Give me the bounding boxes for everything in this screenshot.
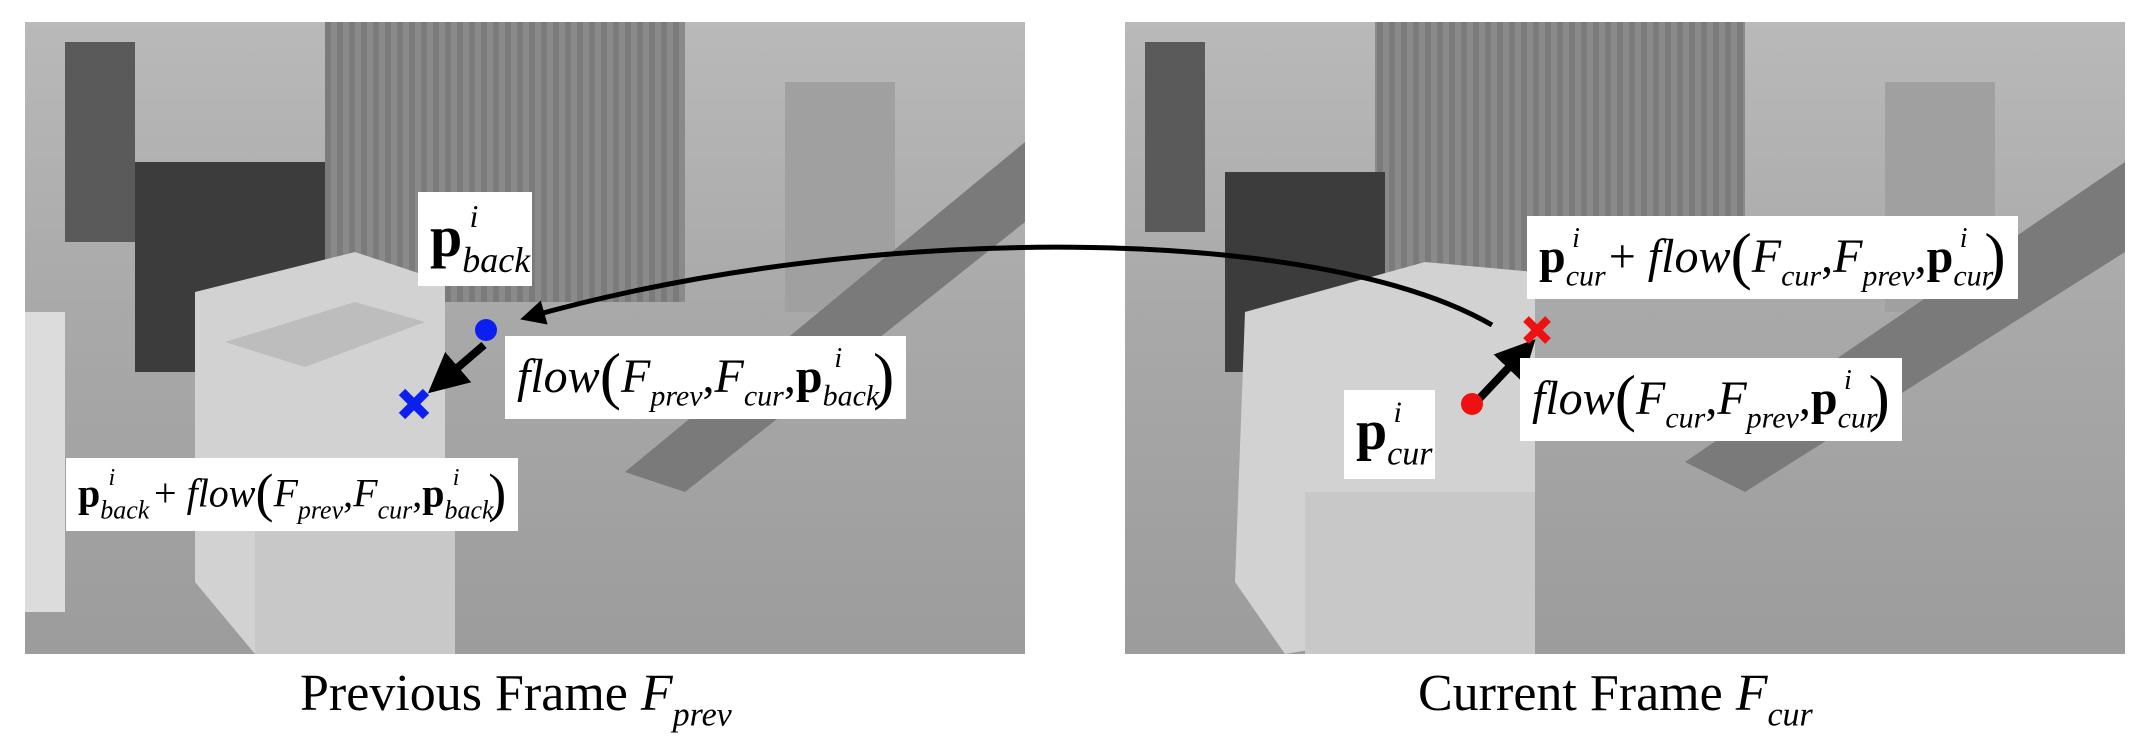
flow-cur-label: flow(Fcur,Fprev,pcuri) [1520,358,1902,442]
current-frame-caption: Current Frame Fcur [1418,665,1813,734]
current-frame-image [1125,22,2125,654]
previous-frame-caption: Previous Frame Fprev [300,665,732,734]
flow-prev-label: flow(Fprev,Fcur,pbacki) [505,336,907,420]
p-back-plus-flow-label: pbacki + flow(Fprev,Fcur,pbacki) [66,458,519,532]
current-frame-scene [1145,22,2125,654]
p-back-label: pbacki [418,192,532,286]
p-cur-plus-flow-label: pcuri + flow(Fcur,Fprev,pcuri) [1527,216,2018,300]
p-cur-label: pcuri [1344,390,1435,480]
